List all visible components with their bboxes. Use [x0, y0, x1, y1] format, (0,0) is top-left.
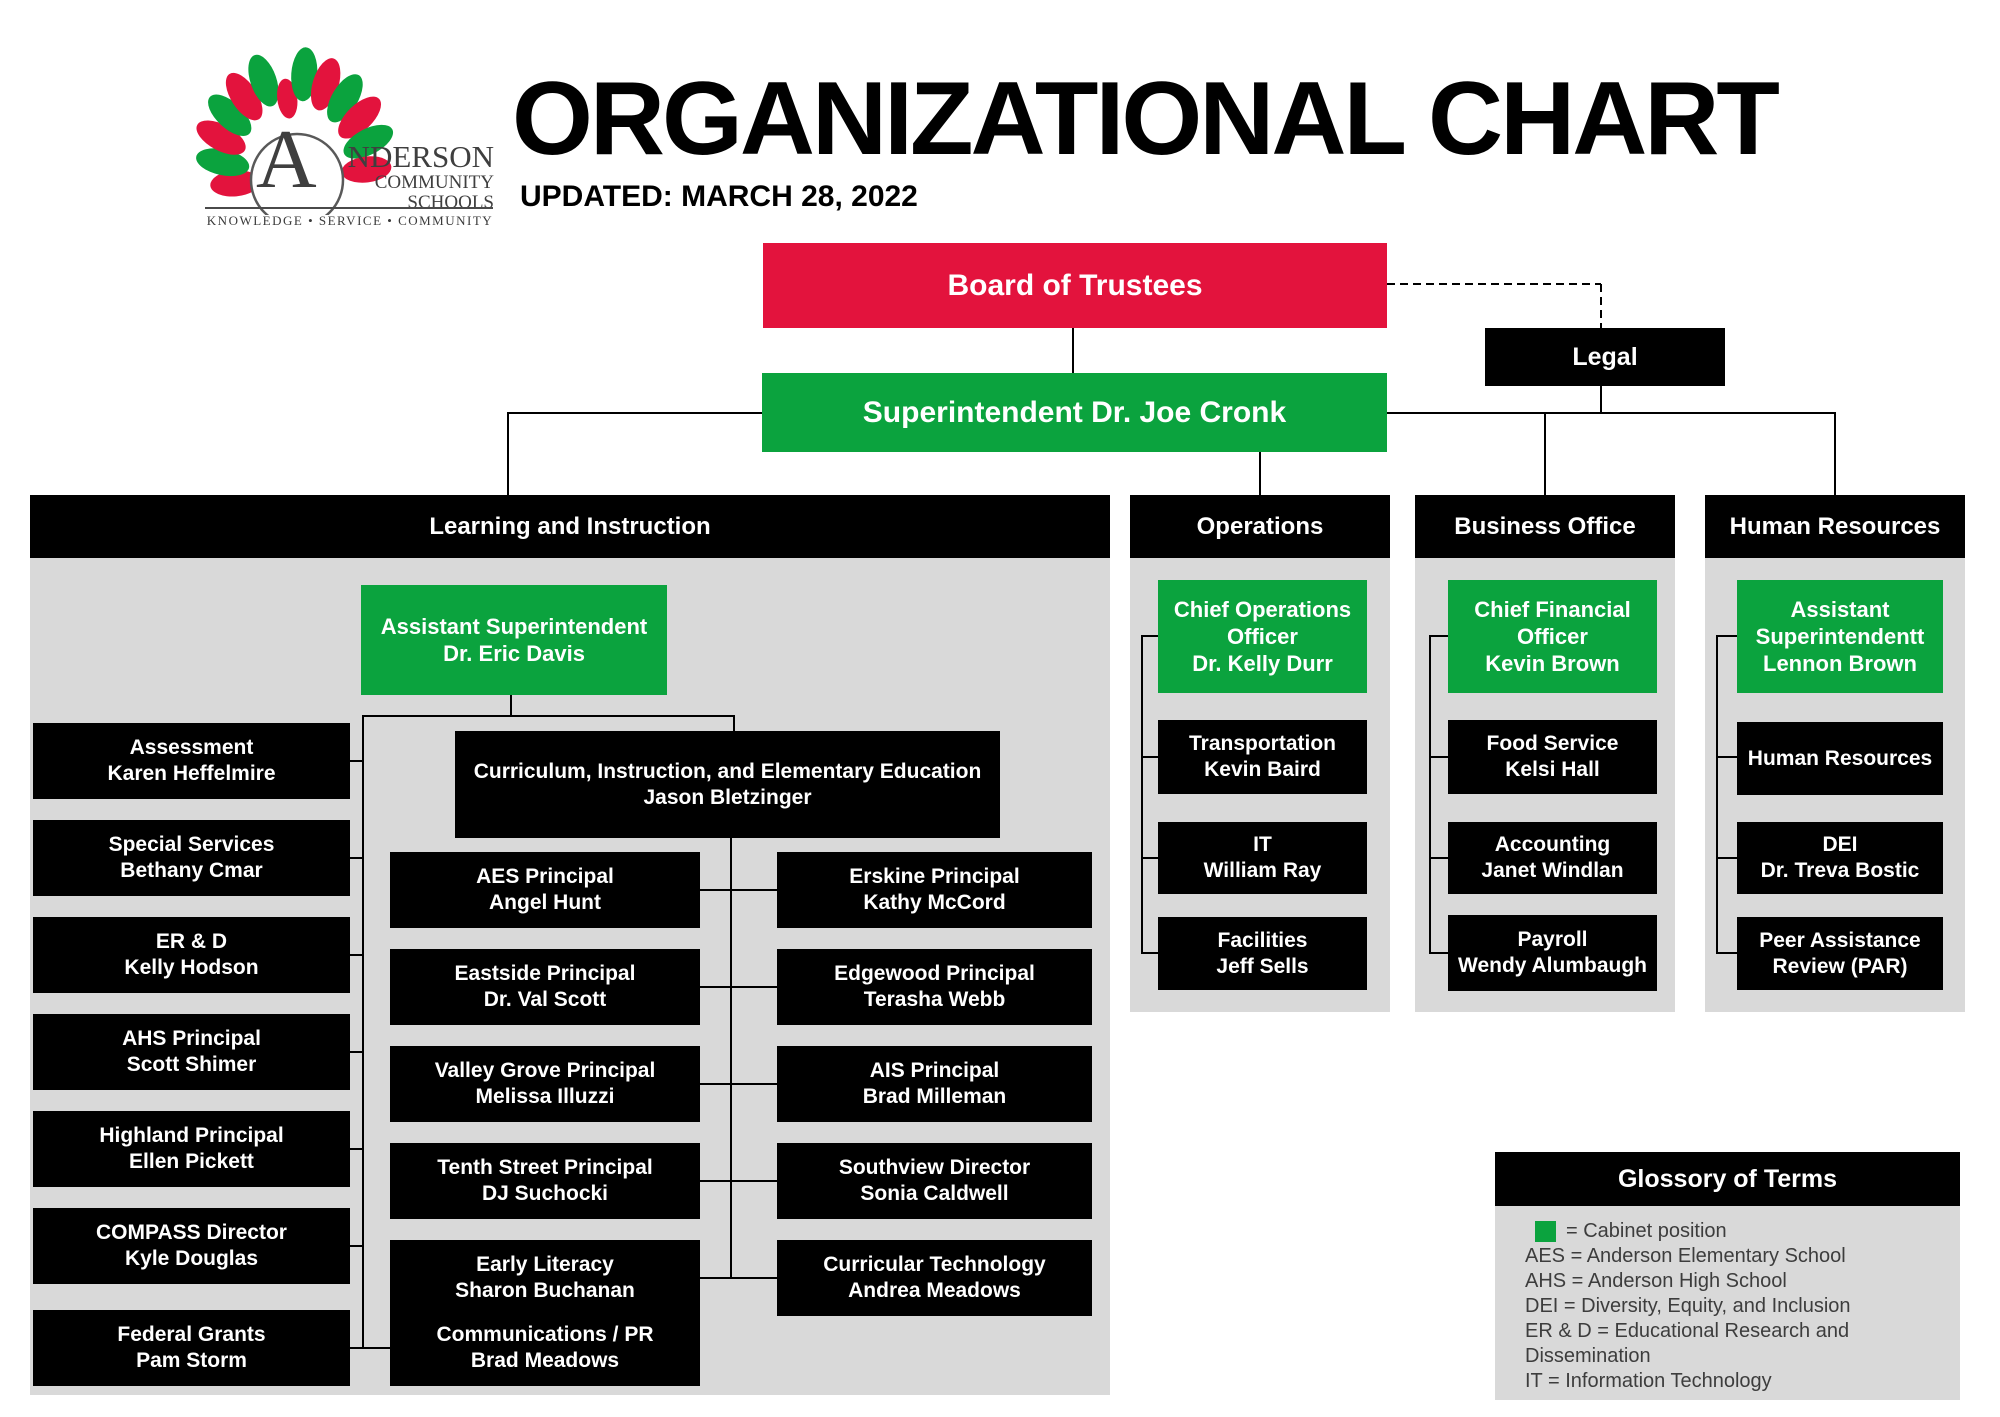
- org-box-food-service: Food Service Kelsi Hall: [1448, 720, 1657, 794]
- org-box-compass-director: COMPASS Director Kyle Douglas: [33, 1208, 350, 1284]
- operations-header-label: Operations: [1196, 512, 1324, 540]
- org-box-human-resources: Human Resources: [1737, 722, 1943, 795]
- org-box-communications-pr: Communications / PR Brad Meadows: [390, 1310, 700, 1386]
- glossary-item: AHS = Anderson High School: [1525, 1270, 1787, 1292]
- org-box-ahs-principal: AHS Principal Scott Shimer: [33, 1014, 350, 1090]
- superintendent-box: Superintendent Dr. Joe Cronk: [762, 373, 1387, 452]
- org-box-curricular-technology: Curricular Technology Andrea Meadows: [777, 1240, 1092, 1316]
- org-box-eastside-principal: Eastside Principal Dr. Val Scott: [390, 949, 700, 1025]
- glossary-body: = Cabinet position AES = Anderson Elemen…: [1495, 1206, 1960, 1400]
- operations-header: Operations: [1130, 495, 1390, 558]
- org-box-chief-financial-officer: Chief Financial Officer Kevin Brown: [1448, 580, 1657, 693]
- superintendent-label: Superintendent Dr. Joe Cronk: [862, 395, 1287, 429]
- hr-header-label: Human Resources: [1729, 512, 1941, 540]
- page-title: ORGANIZATIONAL CHART: [512, 61, 1780, 177]
- logo-petals: [196, 47, 394, 197]
- learning-header-label: Learning and Instruction: [429, 512, 711, 540]
- org-box-curriculum: Curriculum, Instruction, and Elementary …: [455, 731, 1000, 838]
- business-header-label: Business Office: [1454, 512, 1636, 540]
- logo-circle: [249, 132, 345, 215]
- glossary-header: Glossory of Terms: [1495, 1152, 1960, 1206]
- learning-header: Learning and Instruction: [30, 495, 1110, 558]
- org-box-southview-director: Southview Director Sonia Caldwell: [777, 1143, 1092, 1219]
- org-box-peer-assistance-review: Peer Assistance Review (PAR): [1737, 917, 1943, 990]
- org-box-facilities: Facilities Jeff Sells: [1158, 917, 1367, 990]
- logo-word-community: COMMUNITY: [374, 172, 494, 193]
- org-box-payroll: Payroll Wendy Alumbaugh: [1448, 915, 1657, 991]
- org-box-dei: DEI Dr. Treva Bostic: [1737, 822, 1943, 894]
- org-box-valley-grove-principal: Valley Grove Principal Melissa Illuzzi: [390, 1046, 700, 1122]
- business-header: Business Office: [1415, 495, 1675, 558]
- glossary-item: ER & D = Educational Research and Dissem…: [1525, 1320, 1850, 1367]
- cabinet-position-label: = Cabinet position: [1566, 1220, 1727, 1242]
- hr-header: Human Resources: [1705, 495, 1965, 558]
- org-box-er-d: ER & D Kelly Hodson: [33, 917, 350, 993]
- legal-box: Legal: [1485, 328, 1725, 386]
- glossary-title: Glossory of Terms: [1617, 1164, 1838, 1193]
- org-box-ais-principal: AIS Principal Brad Milleman: [777, 1046, 1092, 1122]
- org-box-tenth-street-principal: Tenth Street Principal DJ Suchocki: [390, 1143, 700, 1219]
- board-of-trustees-box: Board of Trustees: [763, 243, 1387, 328]
- glossary-cabinet-row: = Cabinet position: [1525, 1219, 1950, 1244]
- updated-date: UPDATED: MARCH 28, 2022: [520, 180, 918, 213]
- board-of-trustees-label: Board of Trustees: [947, 268, 1203, 302]
- org-box-highland-principal: Highland Principal Ellen Pickett: [33, 1111, 350, 1187]
- logo-letter-a: A: [256, 113, 317, 206]
- org-box-assistant-superintendent: Assistant Superintendent Dr. Eric Davis: [361, 585, 667, 695]
- glossary-item: IT = Information Technology: [1525, 1370, 1772, 1392]
- glossary-item: AES = Anderson Elementary School: [1525, 1245, 1846, 1267]
- org-box-edgewood-principal: Edgewood Principal Terasha Webb: [777, 949, 1092, 1025]
- org-box-chief-operations-officer: Chief Operations Officer Dr. Kelly Durr: [1158, 580, 1367, 693]
- org-box-assessment: Assessment Karen Heffelmire: [33, 723, 350, 799]
- org-box-early-literacy: Early Literacy Sharon Buchanan: [390, 1240, 700, 1316]
- org-box-federal-grants: Federal Grants Pam Storm: [33, 1310, 350, 1386]
- org-box-special-services: Special Services Bethany Cmar: [33, 820, 350, 896]
- org-box-it: IT William Ray: [1158, 822, 1367, 894]
- logo-word-nderson: NDERSON: [347, 139, 494, 174]
- org-box-erskine-principal: Erskine Principal Kathy McCord: [777, 852, 1092, 928]
- org-box-assistant-superintendent-hr: Assistant Superintendentt Lennon Brown: [1737, 580, 1943, 693]
- cabinet-position-swatch: [1535, 1221, 1556, 1242]
- org-box-transportation: Transportation Kevin Baird: [1158, 720, 1367, 794]
- logo-rule: [205, 207, 493, 209]
- glossary-item: DEI = Diversity, Equity, and Inclusion: [1525, 1295, 1851, 1317]
- org-box-aes-principal: AES Principal Angel Hunt: [390, 852, 700, 928]
- legal-label: Legal: [1572, 343, 1638, 371]
- logo-tagline: KNOWLEDGE • SERVICE • COMMUNITY: [206, 213, 494, 228]
- org-box-accounting: Accounting Janet Windlan: [1448, 822, 1657, 894]
- district-logo: [196, 47, 394, 215]
